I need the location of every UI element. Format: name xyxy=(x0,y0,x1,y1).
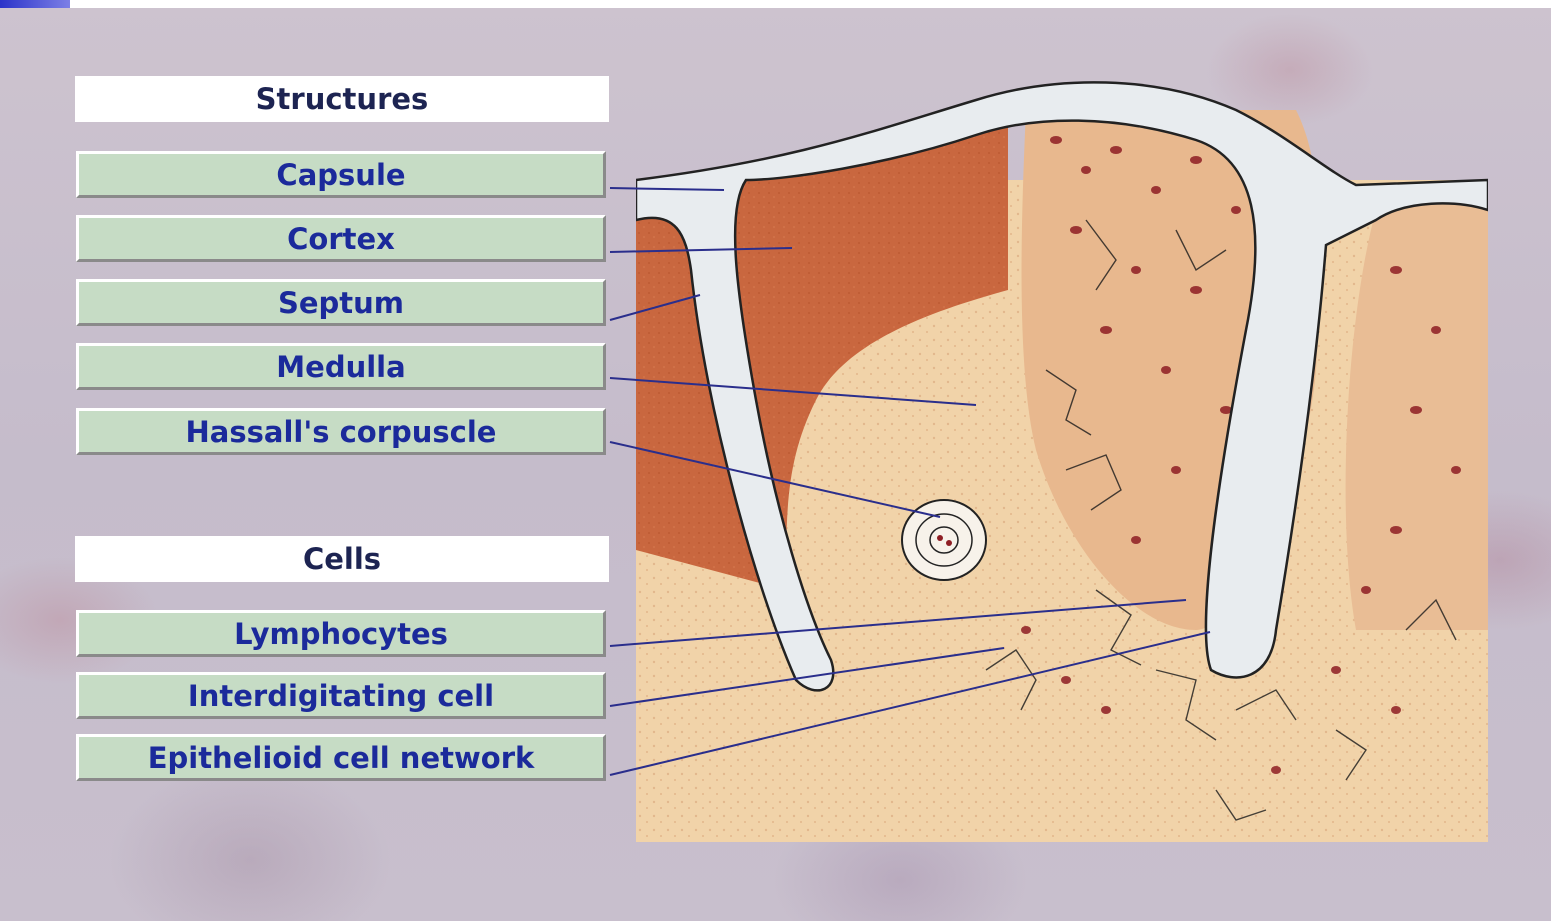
label-epithelioid-cell-network[interactable]: Epithelioid cell network xyxy=(76,734,606,781)
label-septum-text: Septum xyxy=(278,286,404,320)
thymus-illustration xyxy=(636,70,1488,842)
structures-header: Structures xyxy=(75,76,609,122)
structures-header-text: Structures xyxy=(256,82,429,116)
label-lymphocytes[interactable]: Lymphocytes xyxy=(76,610,606,657)
slide-top-bar xyxy=(0,0,1551,8)
label-lymphocytes-text: Lymphocytes xyxy=(234,617,448,651)
label-capsule-text: Capsule xyxy=(276,158,405,192)
label-epithelioid-cell-network-text: Epithelioid cell network xyxy=(148,741,535,775)
cells-header: Cells xyxy=(75,536,609,582)
label-cortex-text: Cortex xyxy=(287,222,395,256)
label-hassalls-corpuscle[interactable]: Hassall's corpuscle xyxy=(76,408,606,455)
label-interdigitating-cell-text: Interdigitating cell xyxy=(188,679,494,713)
corner-accent xyxy=(0,0,70,8)
label-medulla[interactable]: Medulla xyxy=(76,343,606,390)
label-capsule[interactable]: Capsule xyxy=(76,151,606,198)
cells-header-text: Cells xyxy=(303,542,381,576)
label-medulla-text: Medulla xyxy=(276,350,405,384)
hassalls-corpuscle-drawing xyxy=(902,500,986,580)
label-septum[interactable]: Septum xyxy=(76,279,606,326)
label-interdigitating-cell[interactable]: Interdigitating cell xyxy=(76,672,606,719)
label-cortex[interactable]: Cortex xyxy=(76,215,606,262)
label-hassalls-corpuscle-text: Hassall's corpuscle xyxy=(186,415,497,449)
